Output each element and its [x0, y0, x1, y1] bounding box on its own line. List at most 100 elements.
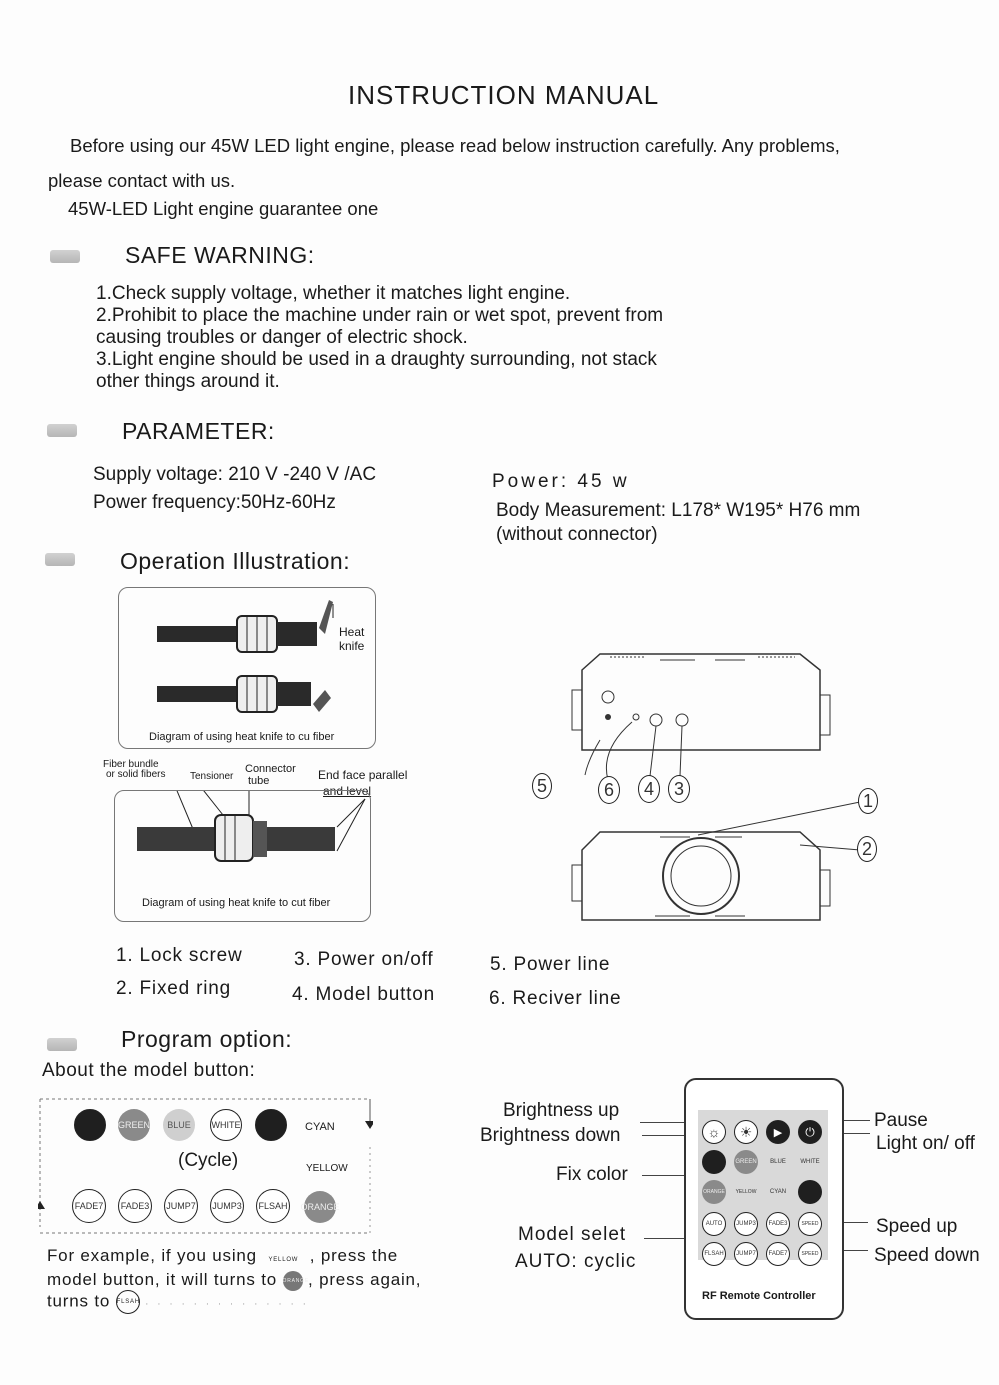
color-button-cyan[interactable]: CYAN — [766, 1180, 790, 1204]
callout-3: 3 — [668, 775, 690, 803]
callout-2: 2 — [857, 836, 877, 862]
jump7-button[interactable]: JUMP7 — [734, 1242, 758, 1266]
program-heading: Program option: — [121, 1026, 293, 1052]
remote-caption: RF Remote Controller — [702, 1290, 816, 1302]
power-frequency: Power frequency:50Hz-60Hz — [93, 492, 336, 513]
color-button-orange[interactable]: ORANGE — [702, 1180, 726, 1204]
mode-fade3: FADE3 — [118, 1189, 152, 1223]
leader-line — [820, 1222, 868, 1223]
rf-remote: ☼ ☀ ▶ ⏻ GREEN BLUE WHITE ORANGE YELLOW C… — [684, 1078, 844, 1320]
speed-up-button[interactable]: SPEED — [798, 1212, 822, 1236]
speed-down-label: Speed down — [874, 1245, 980, 1266]
callout-1: 1 — [858, 788, 878, 814]
flash-button[interactable]: FLSAH — [702, 1242, 726, 1266]
example-orange-icon: ORANGE — [282, 1270, 308, 1291]
pause-button[interactable]: ▶ — [766, 1120, 790, 1144]
operation-heading: Operation Illustration: — [120, 548, 351, 574]
part-power-line: 5. Power line — [490, 954, 611, 975]
fiber-bundle-label: Fiber bundle — [103, 759, 159, 770]
bullet-icon — [47, 1038, 77, 1051]
warning-item: 2.Prohibit to place the machine under ra… — [96, 305, 664, 326]
body-measurement: Body Measurement: L178* W195* H76 mm — [496, 500, 861, 521]
intro-line-3: 45W-LED Light engine guarantee one — [68, 198, 379, 219]
leader-line — [644, 1238, 700, 1239]
callout-4: 4 — [638, 775, 660, 803]
color-dot-orange: ORANGE — [301, 1191, 340, 1223]
safe-warning-heading: SAFE WARNING: — [125, 242, 315, 268]
bullet-icon — [45, 553, 75, 566]
mode-fade7: FADE7 — [72, 1189, 106, 1223]
model-button-about: About the model button: — [42, 1060, 256, 1081]
color-button-white[interactable]: WHITE — [798, 1150, 822, 1174]
auto-button[interactable]: AUTO — [702, 1212, 726, 1236]
fade7-button[interactable]: FADE7 — [766, 1242, 790, 1266]
color-dot-white: WHITE — [210, 1109, 242, 1141]
warning-item: other things around it. — [96, 371, 280, 392]
color-dot-green: GREEN — [118, 1109, 150, 1141]
color-button[interactable] — [798, 1180, 822, 1204]
example-line-1: For example, if you using YELLOW , press… — [47, 1246, 398, 1266]
parameter-heading: PARAMETER: — [122, 418, 275, 444]
part-fixed-ring: 2. Fixed ring — [116, 978, 231, 999]
connector-tube-label-1: Connector — [245, 763, 296, 775]
speed-up-label: Speed up — [876, 1216, 958, 1237]
brightness-up-label: Brightness up — [503, 1100, 620, 1121]
connector-tube-label-2: tube — [248, 775, 270, 787]
mode-flash: FLSAH — [256, 1189, 290, 1223]
mode-jump7: JUMP7 — [164, 1189, 198, 1223]
warning-item: 1.Check supply voltage, whether it match… — [96, 283, 571, 304]
speed-down-button[interactable]: SPEED — [798, 1242, 822, 1266]
supply-voltage: Supply voltage: 210 V -240 V /AC — [93, 464, 377, 485]
intro-line-2: please contact with us. — [48, 170, 236, 191]
light-engine-drawing — [571, 653, 861, 921]
page-title: INSTRUCTION MANUAL — [348, 80, 660, 110]
light-onoff-label: Light on/ off — [876, 1133, 975, 1154]
cable-connector-illustration — [157, 600, 334, 713]
warning-item: 3.Light engine should be used in a draug… — [96, 349, 657, 370]
brightness-down-button[interactable]: ☀ — [734, 1120, 758, 1144]
color-dot — [255, 1109, 287, 1141]
color-button[interactable] — [702, 1150, 726, 1174]
power-rating: Power: 45 w — [492, 471, 630, 492]
color-button-green[interactable]: GREEN — [734, 1150, 758, 1174]
power-button[interactable]: ⏻ — [798, 1120, 822, 1144]
cycle-label: (Cycle) — [178, 1150, 239, 1171]
diagram1-caption: Diagram of using heat knife to cu fiber — [149, 731, 335, 743]
connector-note: (without connector) — [496, 524, 658, 545]
heat-knife-diagram: Heat knife Diagram of using heat knife t… — [118, 587, 376, 749]
example-flash-icon: FLSAH — [115, 1290, 140, 1314]
example-line-3: turns to FLSAH · · · · · · · · · · · · ·… — [47, 1290, 309, 1314]
bullet-icon — [47, 424, 77, 437]
example-yellow-icon: YELLOW — [268, 1257, 299, 1263]
callout-6: 6 — [598, 776, 620, 804]
mode-jump3: JUMP3 — [210, 1189, 244, 1223]
brightness-up-button[interactable]: ☼ — [702, 1120, 726, 1144]
tensioner-label: Tensioner — [190, 771, 234, 782]
bullet-icon — [50, 250, 80, 263]
heat-knife-label: Heat knife — [339, 625, 365, 653]
fade3-button[interactable]: FADE3 — [766, 1212, 790, 1236]
fix-color-label: Fix color — [556, 1164, 628, 1185]
jump3-button[interactable]: JUMP3 — [734, 1212, 758, 1236]
intro-line-1: Before using our 45W LED light engine, p… — [70, 135, 840, 156]
color-dot — [74, 1109, 106, 1141]
callout-5: 5 — [532, 773, 552, 799]
cut-fiber-diagram: Diagram of using heat knife to cut fiber — [114, 790, 371, 922]
cycle-diagram: GREEN BLUE WHITE CYAN (Cycle) YELLOW FAD… — [38, 1097, 373, 1237]
part-model-button: 4. Model button — [292, 984, 435, 1005]
brightness-down-label: Brightness down — [480, 1125, 621, 1146]
color-yellow-label: YELLOW — [306, 1163, 348, 1174]
part-receiver-line: 6. Reciver line — [489, 988, 622, 1009]
warning-item: causing troubles or danger of electric s… — [96, 327, 468, 348]
warning-list: 1.Check supply voltage, whether it match… — [96, 283, 663, 393]
leader-line — [820, 1250, 868, 1251]
solid-fibers-label: or solid fibers — [106, 769, 166, 780]
leader-line — [642, 1175, 698, 1176]
end-face-label-1: End face parallel — [318, 768, 408, 782]
color-button-blue[interactable]: BLUE — [766, 1150, 790, 1174]
dotted-leader: · · · · · · · · · · · · · · — [145, 1298, 309, 1310]
example-text: , press the — [309, 1246, 398, 1265]
color-button-yellow[interactable]: YELLOW — [734, 1180, 758, 1204]
example-text: , press again, — [308, 1270, 422, 1289]
part-power-onoff: 3. Power on/off — [294, 949, 434, 970]
